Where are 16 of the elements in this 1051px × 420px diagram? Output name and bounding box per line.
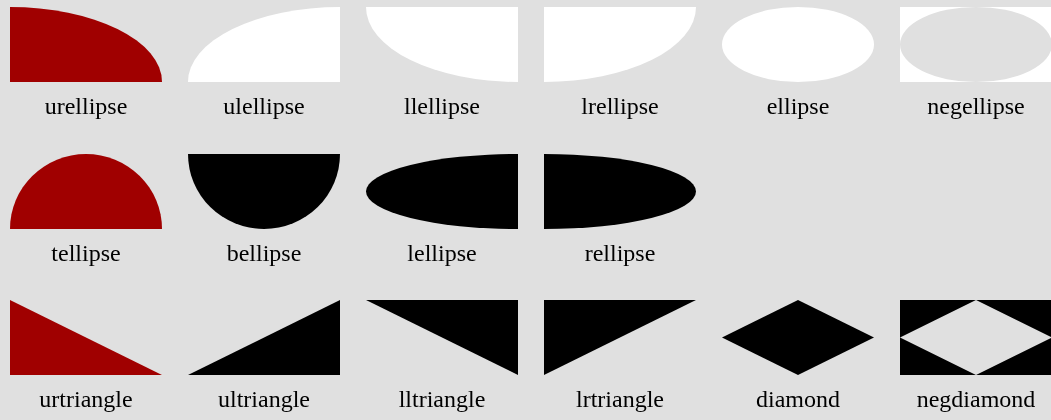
- shape-label: diamond: [756, 385, 840, 414]
- shape-label: llellipse: [404, 92, 480, 121]
- shape-label: lrellipse: [581, 92, 659, 121]
- shape-label: lrtriangle: [576, 385, 664, 414]
- shape-label: rellipse: [584, 238, 656, 268]
- shape-label: negellipse: [927, 92, 1025, 121]
- shape-label: ellipse: [766, 92, 830, 121]
- shape-label: lellipse: [407, 238, 477, 268]
- shape-label: negdiamond: [916, 385, 1036, 414]
- shape-label: urtriangle: [39, 385, 133, 414]
- shape-label: tellipse: [51, 238, 121, 268]
- shape-label: bellipse: [226, 238, 302, 268]
- shape-label: lltriangle: [398, 385, 486, 414]
- shape-label: ulellipse: [223, 92, 305, 121]
- shape-label: urellipse: [44, 92, 128, 121]
- shape-label: ultriangle: [218, 385, 310, 414]
